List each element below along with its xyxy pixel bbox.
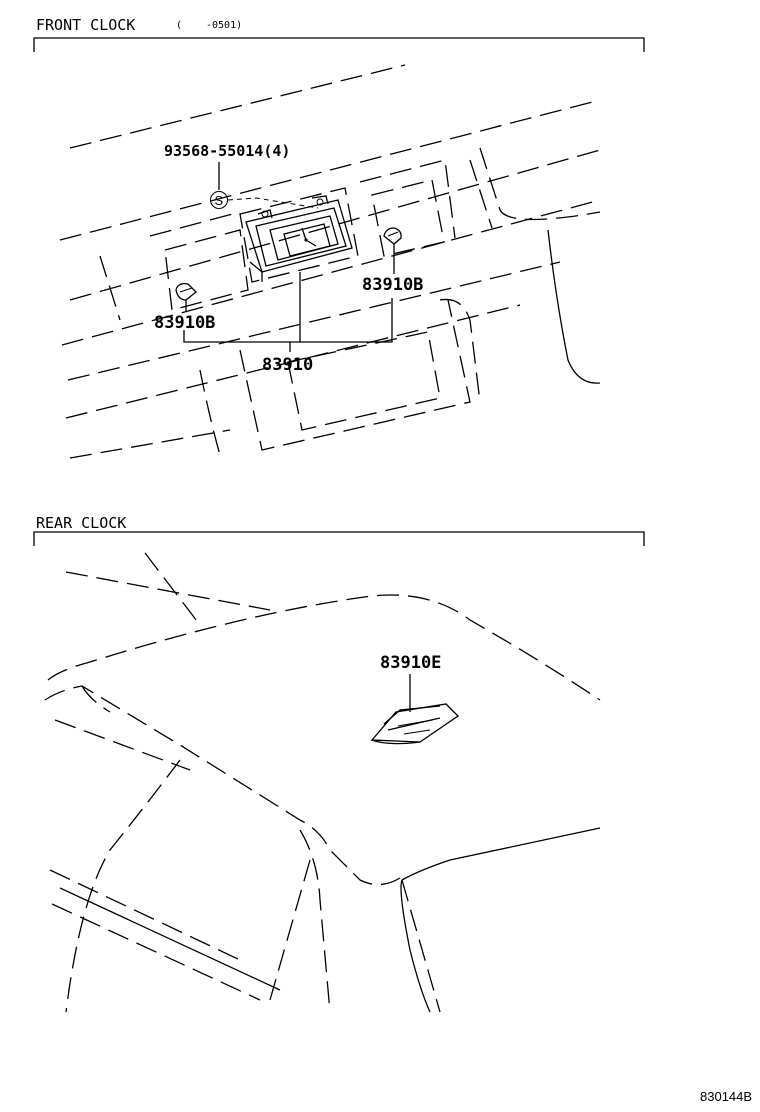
bulb-right-part-number: 83910B [362, 275, 423, 295]
front-section-title: FRONT CLOCK [36, 16, 135, 34]
bulb-right-icon [383, 227, 402, 245]
figure-code: 830144B [700, 1089, 752, 1104]
front-clock-body [245, 195, 353, 282]
clock-face-icon [283, 223, 331, 257]
screw-symbol-circle [210, 191, 228, 209]
screw-symbol: S [215, 193, 224, 208]
assembly-bracket [183, 298, 393, 343]
screw-part-number: 93568-55014(4) [164, 142, 290, 160]
rear-clock-part-number: 83910E [380, 653, 441, 673]
front-range-open: ( [176, 20, 182, 31]
bulb-left-icon [175, 282, 197, 301]
front-range-note: -0501) [206, 20, 242, 31]
rear-section-bracket [33, 531, 645, 546]
rear-roof-outline [44, 552, 601, 1013]
front-dashboard-outline [59, 64, 601, 459]
front-section-bracket [33, 37, 645, 52]
bulb-left-part-number: 83910B [154, 313, 215, 333]
rear-clock-body [370, 703, 460, 745]
rear-section-title: REAR CLOCK [36, 514, 126, 532]
screw-dashed-leader [227, 197, 319, 209]
clock-assembly-part-number: 83910 [262, 355, 313, 375]
